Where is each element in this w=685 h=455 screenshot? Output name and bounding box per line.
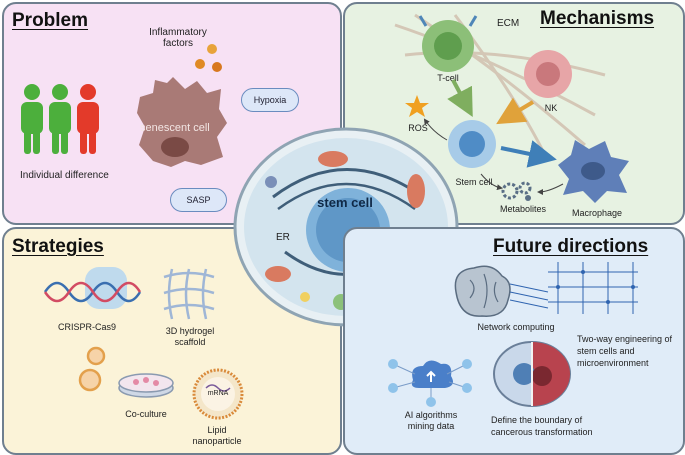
lipid-nanoparticle-label: Lipid nanoparticle [192,425,242,446]
cancer-boundary-icon [493,341,571,407]
lipid-nanoparticle-icon [192,368,244,420]
individual-difference-label: Individual difference [20,170,109,181]
mrna-label: mRNA [207,390,229,397]
ros-label: ROS [408,123,428,133]
senescent-cell-label: senescent cell [140,122,210,134]
crispr-cas9-icon [43,267,142,309]
metabolites-label: Metabolites [499,204,547,214]
nk-cell-icon [524,50,572,98]
hydrogel-scaffold-icon [163,268,215,320]
mechanisms-title: Mechanisms [540,8,655,29]
metabolites-icon [501,181,532,201]
sasp-pill: SASP [170,188,227,212]
inflammatory-factors-icon [195,44,222,72]
t-cell-label: T-cell [437,73,459,83]
two-way-engineering-label: Two-way engineering of stem cells and mi… [577,334,673,368]
senescent-cell-icon [137,77,227,167]
crispr-cas9-label: CRISPR-Cas9 [57,322,117,332]
inflammatory-factors-label: Inflammatory factors [149,27,207,49]
stem-cell-small-icon [448,120,496,168]
cancer-boundary-label: Define the boundary of cancerous transfo… [491,415,593,437]
mechanism-arrows [423,79,564,195]
ros-icon [405,95,429,117]
center-stem-cell-label: stem cell [317,195,373,210]
strategies-title: Strategies [12,236,104,257]
ai-algorithms-label: AI algorithms mining data [404,410,458,431]
ecm-label: ECM [497,18,520,29]
problem-title: Problem [12,10,89,31]
hypoxia-pill: Hypoxia [241,88,299,112]
hydrogel-scaffold-label: 3D hydrogel scaffold [165,326,215,347]
ai-mining-data-icon [388,359,472,407]
future-panel [343,227,685,455]
network-computing-icon [454,262,638,317]
macrophage-icon [558,140,629,203]
future-title: Future directions [493,236,649,257]
network-computing-label: Network computing [477,322,555,332]
co-culture-icon [78,346,174,398]
er-label: ER [276,232,290,243]
individual-difference-icon [21,84,99,154]
macrophage-label: Macrophage [571,208,623,218]
t-cell-icon [418,15,478,72]
nk-label: NK [544,103,558,113]
co-culture-label: Co-culture [125,409,167,419]
stem-cell-label: Stem cell [455,177,493,187]
